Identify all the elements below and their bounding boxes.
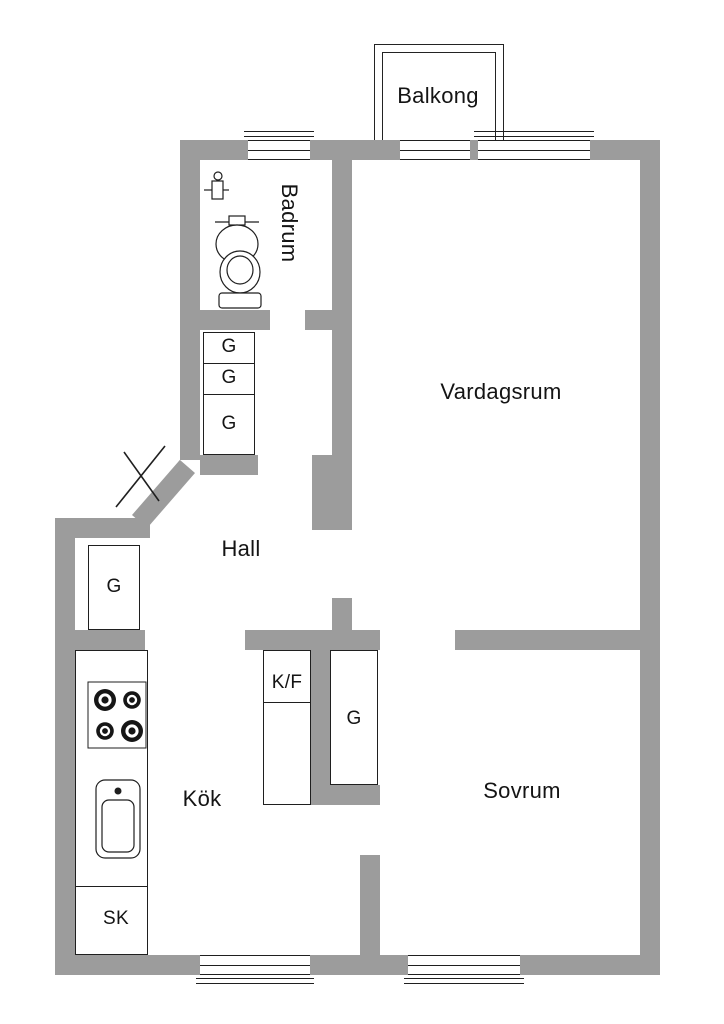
- wall-segment: [311, 785, 380, 805]
- cabinet-label-sk: SK: [103, 908, 129, 929]
- room-label-sovrum: Sovrum: [483, 778, 561, 803]
- wall-segment: [455, 630, 640, 650]
- wall-segment: [311, 650, 330, 788]
- wall-segment: [520, 955, 660, 975]
- window-glass-line: [400, 150, 470, 151]
- window-sill: [244, 136, 314, 137]
- room-label-kok: Kök: [182, 786, 222, 811]
- entry-diagonal-wall: [132, 459, 195, 529]
- wall-segment: [470, 140, 478, 160]
- closet-label-g: G: [106, 576, 122, 597]
- wall-segment: [180, 140, 200, 460]
- wall-segment: [75, 630, 145, 650]
- wall-segment: [332, 598, 352, 630]
- wardrobe-closet-box: [203, 332, 255, 455]
- window-sill: [244, 131, 314, 132]
- room-label-balkong: Balkong: [397, 83, 479, 108]
- wall-segment: [640, 140, 660, 975]
- bathroom-sink-icon: [215, 215, 259, 264]
- fridge-freezer-box: [263, 650, 311, 805]
- wall-segment: [305, 310, 332, 330]
- room-label-hall: Hall: [221, 536, 261, 561]
- window-sill: [196, 983, 314, 984]
- window-sill: [404, 983, 524, 984]
- wall-segment: [55, 518, 75, 975]
- wall-segment: [332, 140, 352, 530]
- fridge-freezer-label: K/F: [271, 672, 303, 693]
- closet-label-g: G: [221, 367, 237, 388]
- window-glass-line: [248, 150, 310, 151]
- window-glass-line: [408, 965, 520, 966]
- wall-segment: [310, 140, 400, 160]
- window-sill: [404, 978, 524, 979]
- wall-segment: [245, 630, 380, 650]
- window-sill: [474, 131, 594, 132]
- hall-closet-box: [88, 545, 140, 630]
- kitchen-window: [200, 955, 310, 975]
- wall-segment: [200, 310, 270, 330]
- wall-segment: [310, 955, 408, 975]
- balcony-inner-outline: [382, 52, 496, 142]
- wall-segment: [312, 455, 332, 530]
- window-glass-line: [200, 965, 310, 966]
- bedroom-window: [408, 955, 520, 975]
- livingroom-window: [478, 140, 590, 160]
- faucet-icon: [204, 171, 229, 200]
- counter-divider: [76, 886, 147, 887]
- closet-divider: [264, 702, 310, 703]
- wall-segment: [200, 455, 258, 475]
- wall-segment: [360, 855, 380, 955]
- room-label-badrum: Badrum: [277, 183, 302, 263]
- balcony-door: [400, 140, 470, 160]
- closet-label-g: G: [221, 336, 237, 357]
- bathroom-window: [248, 140, 310, 160]
- room-label-vardagsrum: Vardagsrum: [440, 379, 562, 404]
- closet-divider: [204, 394, 254, 395]
- closet-label-g: G: [346, 708, 362, 729]
- window-glass-line: [478, 150, 590, 151]
- closet-label-g: G: [221, 413, 237, 434]
- window-sill: [474, 136, 594, 137]
- wall-segment: [75, 518, 150, 538]
- kitchen-closet-box: [330, 650, 378, 785]
- window-sill: [196, 978, 314, 979]
- wall-segment: [55, 955, 200, 975]
- closet-divider: [204, 363, 254, 364]
- toilet-icon: [218, 250, 262, 309]
